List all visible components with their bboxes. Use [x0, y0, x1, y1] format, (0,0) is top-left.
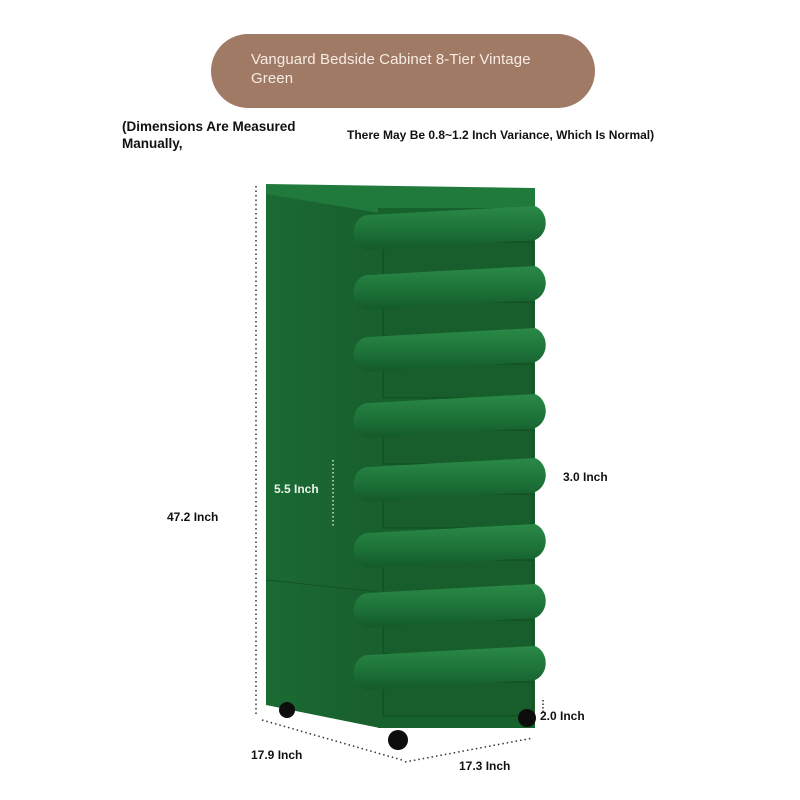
measurement-note-right: There May Be 0.8~1.2 Inch Variance, Whic…	[347, 128, 655, 142]
drawer-5	[353, 458, 546, 529]
depth-dimension-line	[404, 737, 534, 763]
wheel-front-right	[518, 709, 536, 727]
product-title-badge: Vanguard Bedside Cabinet 8-Tier Vintage …	[211, 34, 595, 108]
drawer-7	[353, 584, 546, 655]
handle-depth-label: 3.0 Inch	[563, 470, 608, 484]
drawer-2	[353, 266, 546, 337]
height-label: 47.2 Inch	[167, 510, 219, 524]
depth-label: 17.3 Inch	[459, 759, 511, 773]
drawer-8	[353, 646, 546, 717]
drawer-6	[353, 524, 546, 595]
product-title: Vanguard Bedside Cabinet 8-Tier Vintage …	[251, 51, 531, 87]
wheel-height-label: 2.0 Inch	[540, 709, 585, 723]
measurement-note-left: (Dimensions Are Measured Manually,	[122, 119, 296, 151]
width-dimension-line	[261, 719, 403, 761]
drawer-3	[353, 328, 546, 399]
wheel-back-left	[279, 702, 295, 718]
drawer-stack	[353, 206, 546, 717]
width-label: 17.9 Inch	[251, 748, 303, 762]
wheel-front-left	[388, 730, 408, 750]
drawer-height-label: 5.5 Inch	[274, 482, 319, 496]
drawer-4	[353, 394, 546, 465]
side-seam	[265, 579, 381, 593]
cabinet-side	[266, 194, 380, 728]
